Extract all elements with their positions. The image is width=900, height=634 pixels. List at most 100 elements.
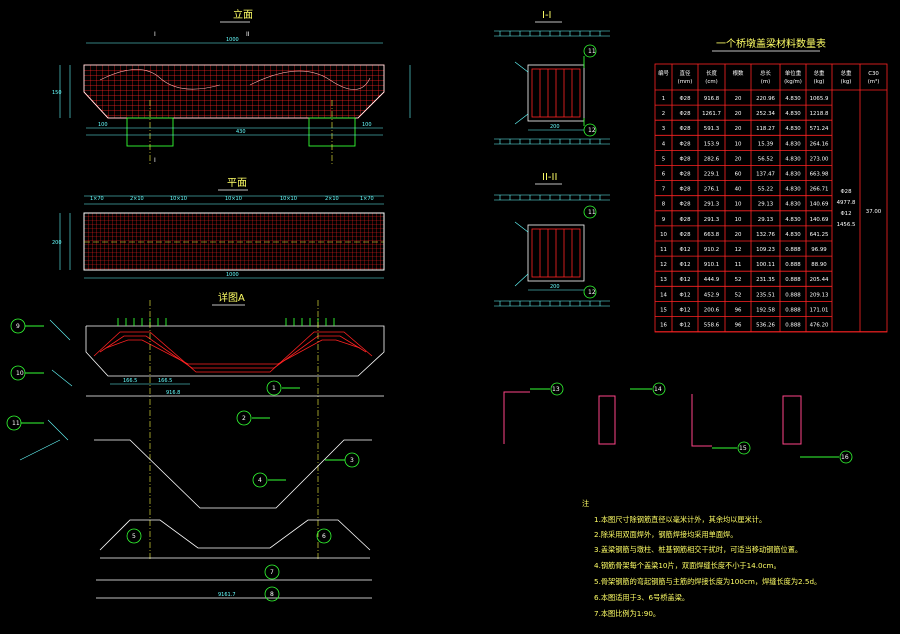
elevation-beam (83, 64, 385, 119)
plan-seg-7: 1×70 (360, 196, 374, 202)
detail-dim-b: 166.5 (158, 378, 172, 384)
table-title: 一个桥墩盖梁材料数量表 (716, 37, 826, 50)
table-header-cell: 总重 (814, 69, 825, 77)
table-cell: 266.71 (810, 187, 829, 193)
table-total-weight: Φ12 (840, 211, 851, 217)
table-header-cell: 根数 (733, 69, 744, 77)
table-cell: 60 (735, 172, 742, 178)
detail-a-title: 详图A (218, 291, 245, 304)
table-header-cell: C30 (868, 71, 879, 77)
table-cell: 20 (735, 156, 742, 162)
table-cell: 13 (660, 277, 667, 283)
note-2: 2.除采用双面焊外，钢筋焊接均采用单面焊。 (594, 530, 737, 539)
table-cell: 2 (662, 111, 665, 117)
svg-text:5: 5 (132, 533, 136, 540)
detail-a-outline (85, 325, 385, 377)
table-cell: 109.23 (756, 247, 775, 253)
table-header-cell: (cm) (705, 79, 717, 85)
table-cell: 16 (660, 323, 667, 329)
table-cell: 4.830 (785, 126, 801, 132)
table-cell: 100.11 (756, 262, 775, 268)
table-cell: 571.24 (810, 126, 829, 132)
table-cell: 29.13 (758, 202, 773, 208)
table-header-cell: (kg/m) (784, 79, 802, 85)
detail-a-view: 详图A 166.5 166.5 916.8 9161.7 1 2 3 4 (6, 291, 385, 602)
table-cell: Φ28 (679, 111, 691, 117)
detail-bubbles: 1 2 3 4 5 6 7 8 9 10 11 (6, 318, 360, 602)
table-cell: 0.888 (785, 262, 801, 268)
plan-view: 平面 1×70 2×10 10×10 10×10 10×10 2×10 1×70… (52, 178, 385, 279)
table-cell: 663.98 (810, 172, 829, 178)
table-cell: 282.6 (704, 156, 720, 162)
table-cell: 137.47 (756, 172, 775, 178)
table-cell: 140.69 (810, 217, 829, 223)
plan-seg-3: 10×10 (170, 196, 187, 202)
table-cell: 88.90 (811, 262, 827, 268)
table-cell: 11 (660, 247, 667, 253)
table-cell: 591.3 (704, 126, 719, 132)
table-cell: 476.20 (810, 323, 829, 329)
table-cell: 1218.8 (810, 111, 829, 117)
table-cell: 118.27 (756, 126, 775, 132)
table-cell: 4.830 (785, 156, 801, 162)
table-cell: 536.26 (756, 323, 775, 329)
table-cell: 200.6 (704, 307, 720, 313)
table-cell: 12 (735, 247, 742, 253)
dim-edge-left: 100 (98, 122, 108, 128)
table-cell: 4.830 (785, 232, 801, 238)
section-2-view: II-II 200 11 12 (494, 172, 610, 307)
plan-dim-total: 1000 (226, 272, 239, 278)
table-header-cell: 编号 (658, 69, 669, 77)
table-cell: 209.13 (810, 292, 829, 298)
svg-text:10: 10 (16, 370, 24, 377)
table-cell: 663.8 (704, 232, 720, 238)
table-cell: 264.16 (810, 141, 829, 147)
table-cell: 56.52 (758, 156, 773, 162)
table-cell: Φ12 (679, 307, 690, 313)
table-cell: Φ28 (679, 187, 691, 193)
table-cell: 4.830 (785, 187, 801, 193)
table-cell: Φ28 (679, 156, 691, 162)
table-cell: 4 (662, 141, 666, 147)
section-mark-right: II (246, 31, 250, 38)
dim-edge-right: 100 (362, 122, 372, 128)
dim-height: 150 (52, 90, 62, 96)
table-cell: 444.9 (704, 277, 720, 283)
table-header-cell: (kg) (814, 79, 825, 85)
svg-text:11: 11 (12, 420, 20, 427)
svg-text:12: 12 (588, 289, 596, 296)
sec1-width: 200 (550, 124, 560, 130)
table-cell: 15.39 (758, 141, 774, 147)
table-cell: 10 (660, 232, 667, 238)
table-cell: 52 (735, 277, 742, 283)
svg-text:11: 11 (588, 209, 596, 216)
table-cell: 1261.7 (702, 111, 721, 117)
material-table: 一个桥墩盖梁材料数量表 编号直径(mm)长度(cm)根数总长(m)单位重(kg/… (654, 37, 888, 333)
table-cell: 220.96 (756, 96, 775, 102)
table-cell: 916.8 (704, 96, 720, 102)
table-cell: 0.888 (785, 277, 801, 283)
table-cell: 1 (662, 96, 665, 102)
note-7: 7.本图比例为1:90。 (594, 609, 660, 618)
table-cell: 29.13 (758, 217, 773, 223)
notes-heading: 注 (582, 499, 589, 508)
table-cell: 910.1 (704, 262, 719, 268)
table-cell: 9 (662, 217, 666, 223)
detail-dim-a: 166.5 (123, 378, 137, 384)
table-cell: 171.01 (810, 307, 829, 313)
plan-seg-1: 1×70 (90, 196, 104, 202)
table-header-cell: (mm) (678, 79, 693, 85)
table-cell: Φ28 (679, 141, 691, 147)
section-mark-left-bottom: I (154, 157, 156, 164)
table-cell: 4.830 (785, 96, 801, 102)
section-1-title: I-I (542, 10, 552, 21)
svg-text:13: 13 (552, 386, 560, 393)
svg-text:9: 9 (16, 323, 20, 330)
svg-text:12: 12 (588, 127, 596, 134)
table-cell: Φ12 (679, 292, 690, 298)
table-cell: 52 (735, 292, 742, 298)
table-cell: Φ12 (679, 277, 690, 283)
table-header-cell: (m³) (868, 78, 880, 85)
table-cell: 0.888 (785, 292, 801, 298)
elevation-view: 立面 I II 1000 150 100 430 100 I (52, 8, 411, 165)
